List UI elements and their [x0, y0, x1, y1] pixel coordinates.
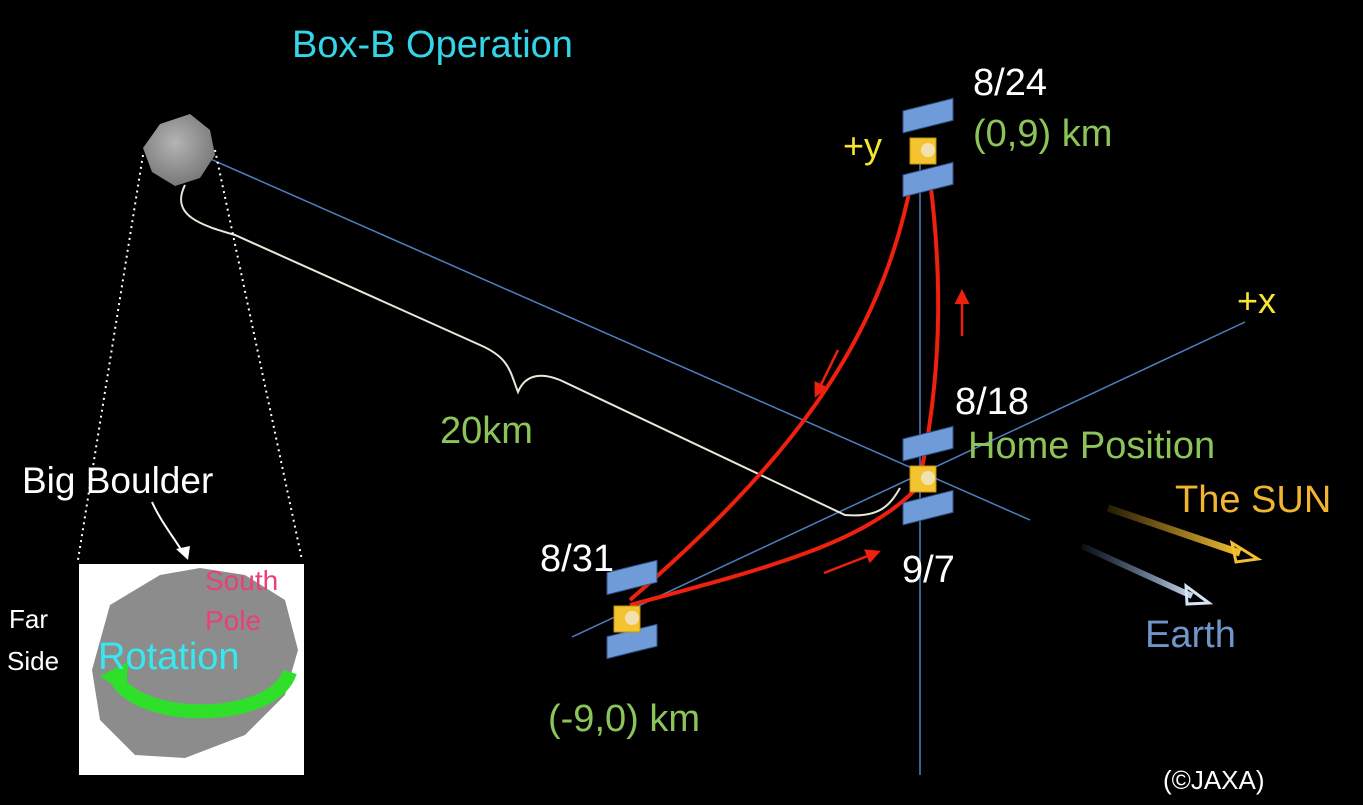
solar-panel-upper — [902, 425, 954, 462]
far-side-line-2: Side — [7, 646, 59, 676]
credit-label: (©JAXA) — [1163, 765, 1265, 795]
home-date-label: 8/18 — [955, 381, 1029, 423]
direction-arrow-down-left — [814, 349, 840, 398]
x-axis-line — [571, 321, 1246, 638]
distance-label: 20km — [440, 410, 533, 452]
trajectory-left-to-home — [629, 488, 917, 607]
south-pole-line-2: Pole — [205, 605, 261, 636]
y-axis-label: +y — [843, 125, 882, 166]
asteroid-image — [143, 114, 215, 186]
solar-panel-upper — [902, 97, 954, 134]
home-position-label: Home Position — [968, 425, 1215, 467]
boulder-pointer-arrow — [151, 501, 185, 555]
projection-line-right — [214, 149, 303, 561]
spacecraft-left — [606, 559, 658, 660]
spacecraft-home — [902, 425, 954, 526]
south-pole-label: South Pole — [205, 565, 286, 636]
big-boulder-label: Big Boulder — [22, 460, 213, 501]
return-date-label: 9/7 — [902, 549, 955, 591]
direction-arrow-right — [823, 549, 881, 575]
solar-panel-lower — [902, 489, 954, 526]
earth-label: Earth — [1145, 614, 1236, 656]
trajectory-top-to-left — [628, 177, 914, 602]
top-date-label: 8/24 — [973, 62, 1047, 104]
spacecraft-antenna — [625, 611, 639, 625]
solar-panel-upper — [606, 559, 658, 596]
sun-arrow-head — [1229, 539, 1263, 564]
diagram-title: Box-B Operation — [292, 24, 573, 66]
sun-label: The SUN — [1175, 479, 1331, 521]
projection-line-left — [77, 154, 144, 561]
spacecraft-antenna — [921, 143, 935, 157]
south-pole-line-1: South — [205, 565, 278, 596]
asteroid-direction-line — [189, 149, 1031, 521]
spacecraft-top — [902, 97, 954, 198]
far-side-label: Far Side — [7, 604, 59, 676]
boulder-pointer-arrow-head — [176, 546, 190, 560]
earth-direction-arrow — [1080, 543, 1194, 599]
left-coords-label: (-9,0) km — [548, 698, 700, 740]
solar-panel-lower — [902, 161, 954, 198]
sun-direction-arrow — [1106, 504, 1242, 557]
rotation-label: Rotation — [98, 636, 240, 678]
rotation-arrow-head — [100, 662, 128, 694]
top-coords-label: (0,9) km — [973, 113, 1112, 155]
left-date-label: 8/31 — [540, 538, 614, 580]
distance-brace — [180, 184, 901, 517]
rotation-arrow — [112, 669, 297, 719]
asteroid-inset: Rotation South Pole — [79, 564, 304, 775]
x-axis-label: +x — [1237, 280, 1276, 321]
far-side-line-1: Far — [9, 604, 48, 634]
earth-arrow-head — [1184, 582, 1214, 606]
spacecraft-antenna — [921, 471, 935, 485]
